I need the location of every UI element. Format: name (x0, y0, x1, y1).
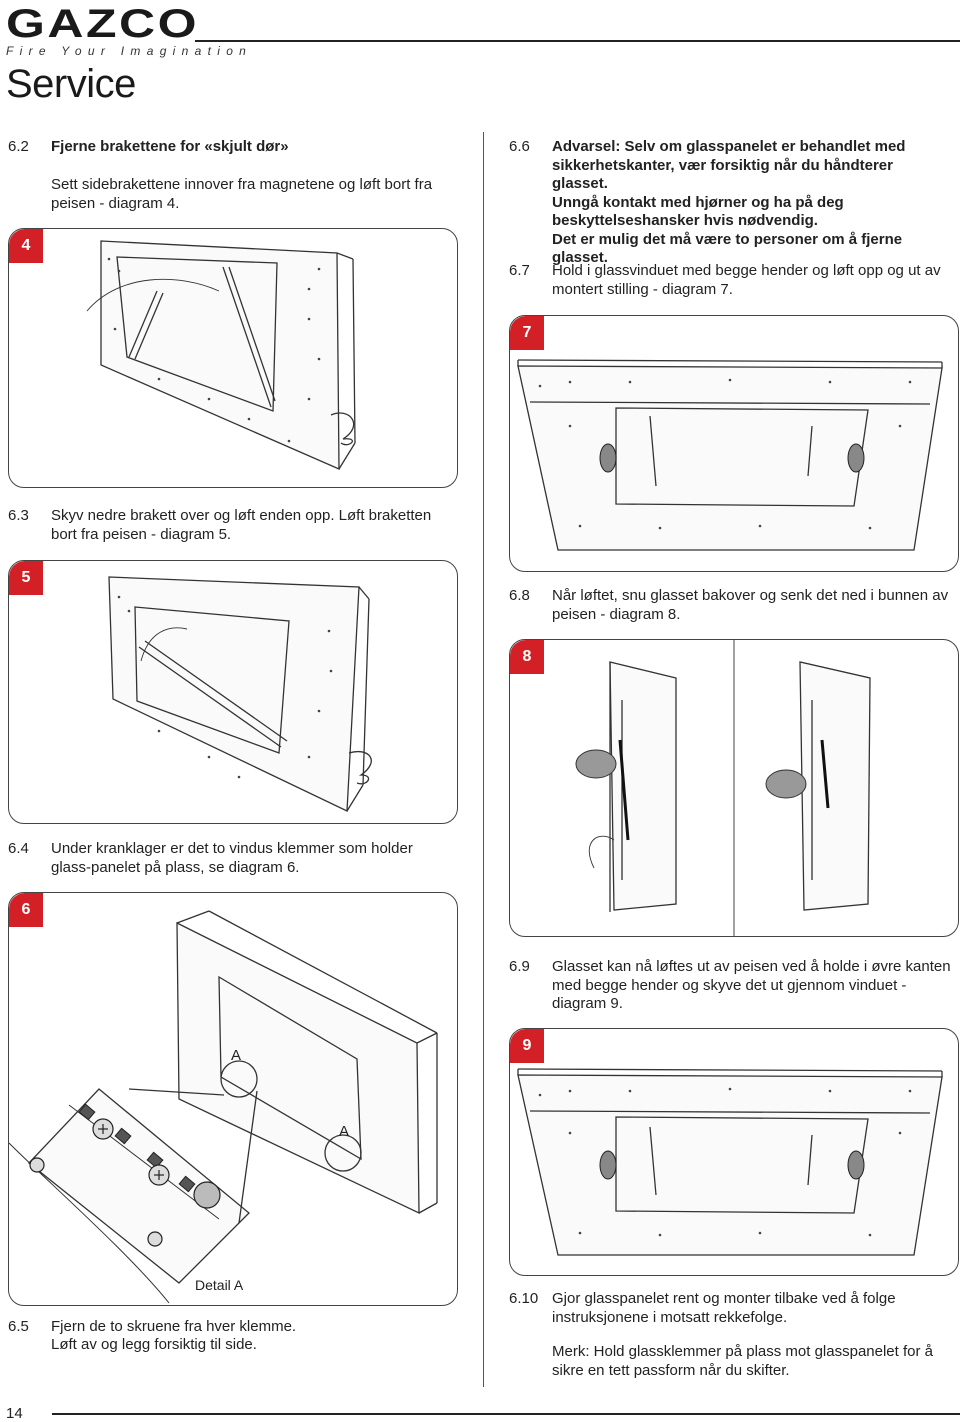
detail-marker-a: A (231, 1047, 242, 1064)
section-number: 6.4 (8, 840, 29, 857)
section-text: Fjern de to skruene fra hver klemme. (51, 1318, 297, 1335)
header-rule (195, 40, 960, 42)
diagram-tab-7: 7 (510, 316, 544, 350)
section-text: Sett sidebrakettene innover fra magneten… (51, 176, 433, 212)
diagram-7-illustration (517, 359, 943, 551)
brand-tagline: Fire Your Imagination (6, 44, 253, 58)
diagram-8-illustration (575, 640, 871, 936)
section-heading: Fjerne brakettene for «skjult dør» (51, 138, 289, 155)
section-text: Gjor glasspanelet rent og monter tilbake… (552, 1290, 896, 1326)
section-text: Under kranklager er det to vindus klemme… (51, 840, 413, 876)
diagram-5-illustration (108, 576, 372, 813)
diagram-tab-6: 6 (9, 893, 43, 927)
brand-logo: GAZCO (6, 4, 197, 44)
diagram-tab-4: 4 (9, 229, 43, 263)
section-text: Skyv nedre brakett over og løft enden op… (51, 507, 432, 543)
detail-label: Detail A (195, 1277, 244, 1293)
diagram-6-illustration (9, 910, 438, 1304)
diagram-5: 5 (8, 560, 458, 824)
column-divider (483, 132, 484, 1387)
diagram-tab-8: 8 (510, 640, 544, 674)
detail-marker-a: A (339, 1123, 350, 1140)
section-number: 6.2 (8, 138, 29, 155)
section-text: Når løftet, snu glasset bakover og senk … (552, 587, 949, 623)
section-number: 6.5 (8, 1318, 29, 1335)
section-number: 6.6 (509, 138, 530, 155)
diagram-6: 6 A A Detail A (8, 892, 458, 1306)
section-number: 6.8 (509, 587, 530, 604)
section-number: 6.7 (509, 262, 530, 279)
section-number: 6.10 (509, 1290, 539, 1307)
diagram-7: 7 (509, 315, 959, 572)
footer-rule (52, 1413, 960, 1415)
section-text: Hold i glassvinduet med begge hender og … (552, 262, 941, 298)
diagram-8: 8 (509, 639, 959, 937)
diagram-9: 9 (509, 1028, 959, 1276)
brand-name: GAZCO (6, 2, 200, 46)
diagram-4-illustration (86, 240, 356, 470)
warning-text: Advarsel: Selv om glasspanelet er behand… (552, 138, 906, 266)
page-number: 14 (6, 1405, 23, 1422)
section-number: 6.3 (8, 507, 29, 524)
diagram-tab-5: 5 (9, 561, 43, 595)
section-text: Glasset kan nå løftes ut av peisen ved å… (552, 958, 951, 1012)
diagram-9-illustration (517, 1068, 943, 1256)
diagram-tab-9: 9 (510, 1029, 544, 1063)
section-number: 6.9 (509, 958, 530, 975)
diagram-4: 4 (8, 228, 458, 488)
section-text: Merk: Hold glassklemmer på plass mot gla… (552, 1343, 933, 1379)
page-title: Service (6, 62, 136, 106)
section-text: Løft av og legg forsiktig til side. (51, 1336, 257, 1353)
